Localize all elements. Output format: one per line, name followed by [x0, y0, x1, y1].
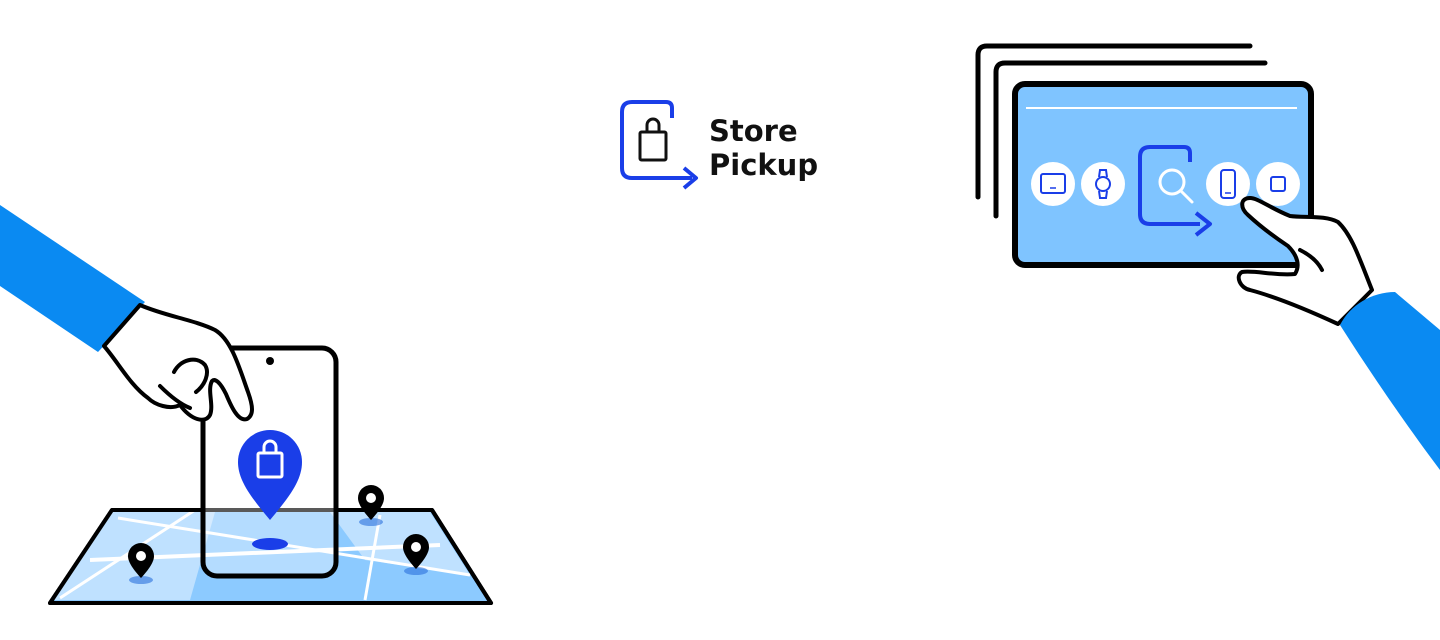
- map-illustration: [48, 485, 493, 605]
- shopping-bag-arrow-icon: [620, 100, 698, 190]
- search-icon: [1138, 145, 1212, 237]
- left-hand-illustration: [0, 205, 254, 422]
- map-pin-icon: [403, 534, 429, 575]
- phone-icon: [1206, 162, 1250, 206]
- brand-line-2: Pickup: [709, 148, 819, 182]
- right-sleeve: [1340, 292, 1440, 470]
- map-pin-icon: [128, 543, 154, 584]
- map-road: [117, 516, 471, 577]
- left-sleeve: [0, 205, 145, 352]
- right-hand-illustration: [1236, 196, 1440, 470]
- store-pickup-logo: Store Pickup: [618, 100, 838, 200]
- right-hand: [1236, 196, 1374, 326]
- map-road: [363, 514, 382, 601]
- map-pin-icon: [358, 485, 384, 526]
- phone-camera: [266, 357, 274, 365]
- tablet-icon: [1031, 162, 1075, 206]
- map-road: [59, 508, 196, 600]
- brand-line-1: Store: [709, 114, 798, 148]
- square-icon: [1256, 162, 1300, 206]
- tablet-illustration: [975, 43, 1314, 268]
- watch-icon: [1081, 162, 1125, 206]
- store-pickup-wordmark: Store Pickup: [709, 114, 818, 182]
- left-hand: [102, 303, 254, 422]
- tablet-back-frame: [975, 43, 1253, 200]
- tablet-back-frame: [993, 60, 1268, 219]
- location-pin-bag-icon: [238, 430, 302, 520]
